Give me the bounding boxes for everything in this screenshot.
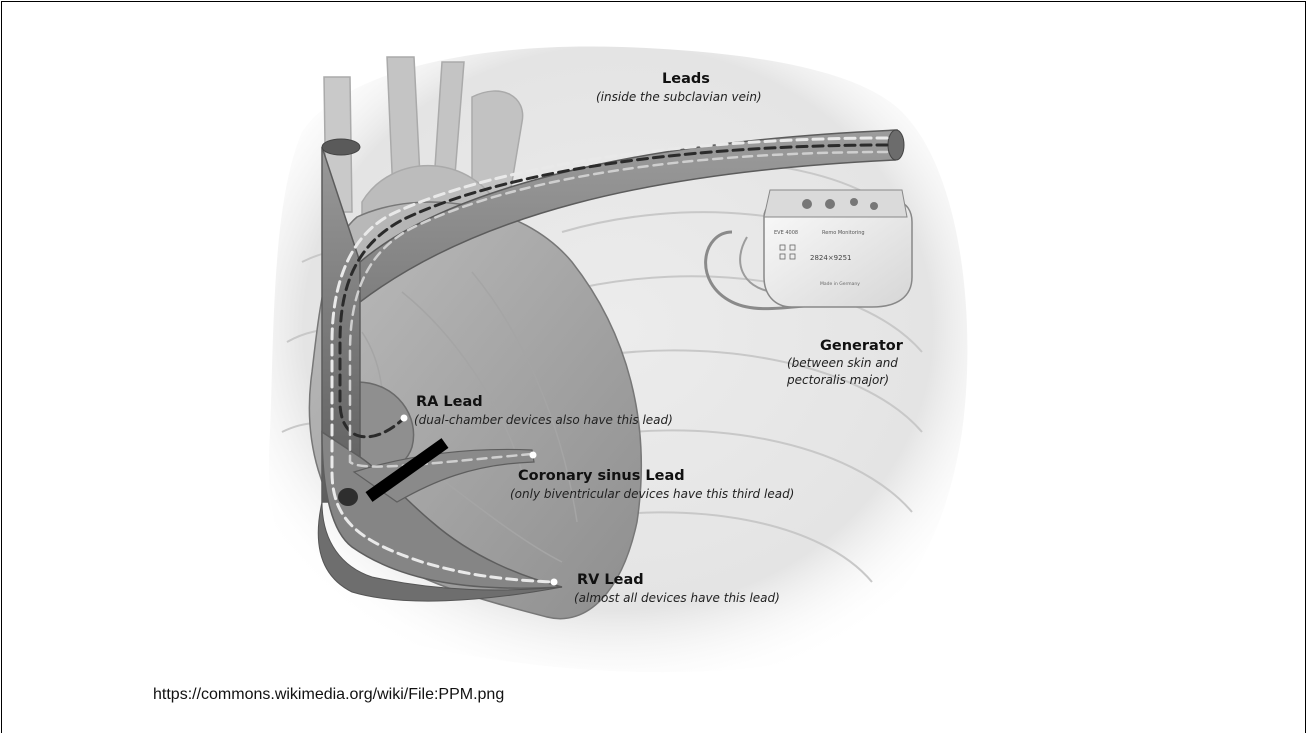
- ra-lead-title: RA Lead: [416, 394, 483, 410]
- generator-subtitle-line2: pectoralis major): [786, 373, 889, 387]
- cs-lead-title: Coronary sinus Lead: [518, 468, 685, 484]
- ra-lead-tip: [401, 415, 408, 422]
- device-function: Remo Monitoring: [822, 230, 865, 236]
- source-url[interactable]: https://commons.wikimedia.org/wiki/File:…: [153, 686, 504, 704]
- rv-lead-subtitle: (almost all devices have this lead): [574, 591, 780, 605]
- generator-title: Generator: [820, 338, 904, 354]
- leads-subtitle: (inside the subclavian vein): [596, 90, 762, 104]
- device-model: EVE 4008: [774, 230, 798, 236]
- device-origin: Made in Germany: [820, 281, 860, 287]
- rv-lead-title: RV Lead: [577, 572, 644, 588]
- generator-subtitle-line1: (between skin and: [787, 356, 898, 370]
- leads-title: Leads: [662, 71, 710, 87]
- cs-lead-subtitle: (only biventricular devices have this th…: [510, 487, 794, 501]
- device-serial: 2824×9251: [810, 254, 852, 262]
- ra-lead-subtitle: (dual-chamber devices also have this lea…: [414, 413, 673, 427]
- cs-lead-tip: [530, 452, 537, 459]
- rv-lead-tip: [551, 579, 558, 586]
